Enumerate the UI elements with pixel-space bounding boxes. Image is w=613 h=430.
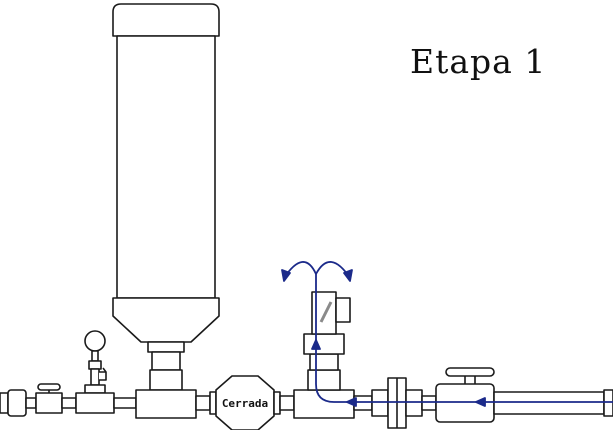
- gauge-pipe-right: [113, 397, 137, 409]
- inlet-pipe: [493, 391, 605, 415]
- left-end-cap: [0, 392, 9, 414]
- gauge-assembly: [75, 330, 137, 414]
- closed-valve-body: [215, 375, 275, 430]
- solenoid-neck-upper: [309, 353, 339, 371]
- inlet-valve-assembly: [435, 367, 613, 423]
- inlet-pipe-end: [603, 389, 613, 417]
- flow-path: [281, 261, 613, 407]
- pressure-gauge-icon: [84, 330, 106, 352]
- tank-neck-flange: [147, 341, 185, 353]
- flange-union: [371, 377, 437, 429]
- closed-valve-flange-right: [273, 391, 281, 415]
- tank-tee-neck: [149, 369, 183, 391]
- flange-pipe-right: [421, 395, 437, 411]
- tank-body: [116, 35, 216, 299]
- closed-valve-flange-left: [209, 391, 217, 415]
- gauge-stem: [91, 350, 99, 362]
- tank-top-cap: [112, 3, 220, 37]
- flange-left-hub: [371, 389, 389, 417]
- left-pipe-b: [61, 397, 77, 409]
- solenoid-rod: [319, 301, 333, 323]
- tank-funnel: [112, 297, 220, 343]
- tank-neck: [151, 351, 181, 371]
- gauge-tee-top: [84, 384, 106, 394]
- gauge-nipple: [90, 368, 100, 386]
- tank-tee-pipe-right: [195, 395, 211, 411]
- solenoid-tee-body: [293, 389, 355, 419]
- flow-arrow-icon: [346, 397, 357, 407]
- filter-tank: [112, 3, 220, 371]
- tank-tee-body: [135, 389, 197, 419]
- left-valve-handle: [37, 383, 61, 391]
- left-union: [7, 389, 27, 417]
- solenoid-flange: [303, 333, 345, 355]
- gauge-fitting: [88, 360, 102, 370]
- flow-arrow-icon: [475, 397, 486, 407]
- closed-valve-label: Cerrada: [222, 397, 268, 410]
- left-valve-body: [35, 392, 63, 414]
- flow-arrow-icon: [343, 269, 353, 282]
- tank-tee: [135, 369, 211, 419]
- inlet-left-section: [0, 383, 77, 417]
- gauge-tee-body: [75, 392, 115, 414]
- flow-line: [315, 274, 613, 403]
- closed-valve: Cerrada: [209, 375, 295, 430]
- flow-arrow-icon: [311, 339, 321, 350]
- left-pipe-a: [25, 397, 37, 409]
- flow-arrow-icon: [281, 269, 291, 282]
- solenoid-tee: [293, 291, 373, 419]
- solenoid-tee-neck: [307, 369, 341, 391]
- gauge-side-valve: [99, 371, 107, 381]
- stage-title: Etapa 1: [410, 42, 547, 81]
- inlet-valve-handle: [445, 367, 495, 377]
- gauge-side-handle: [102, 367, 107, 373]
- solenoid-coil: [335, 297, 351, 323]
- closed-valve-pipe-right: [279, 395, 295, 411]
- flange-right-hub: [405, 389, 423, 417]
